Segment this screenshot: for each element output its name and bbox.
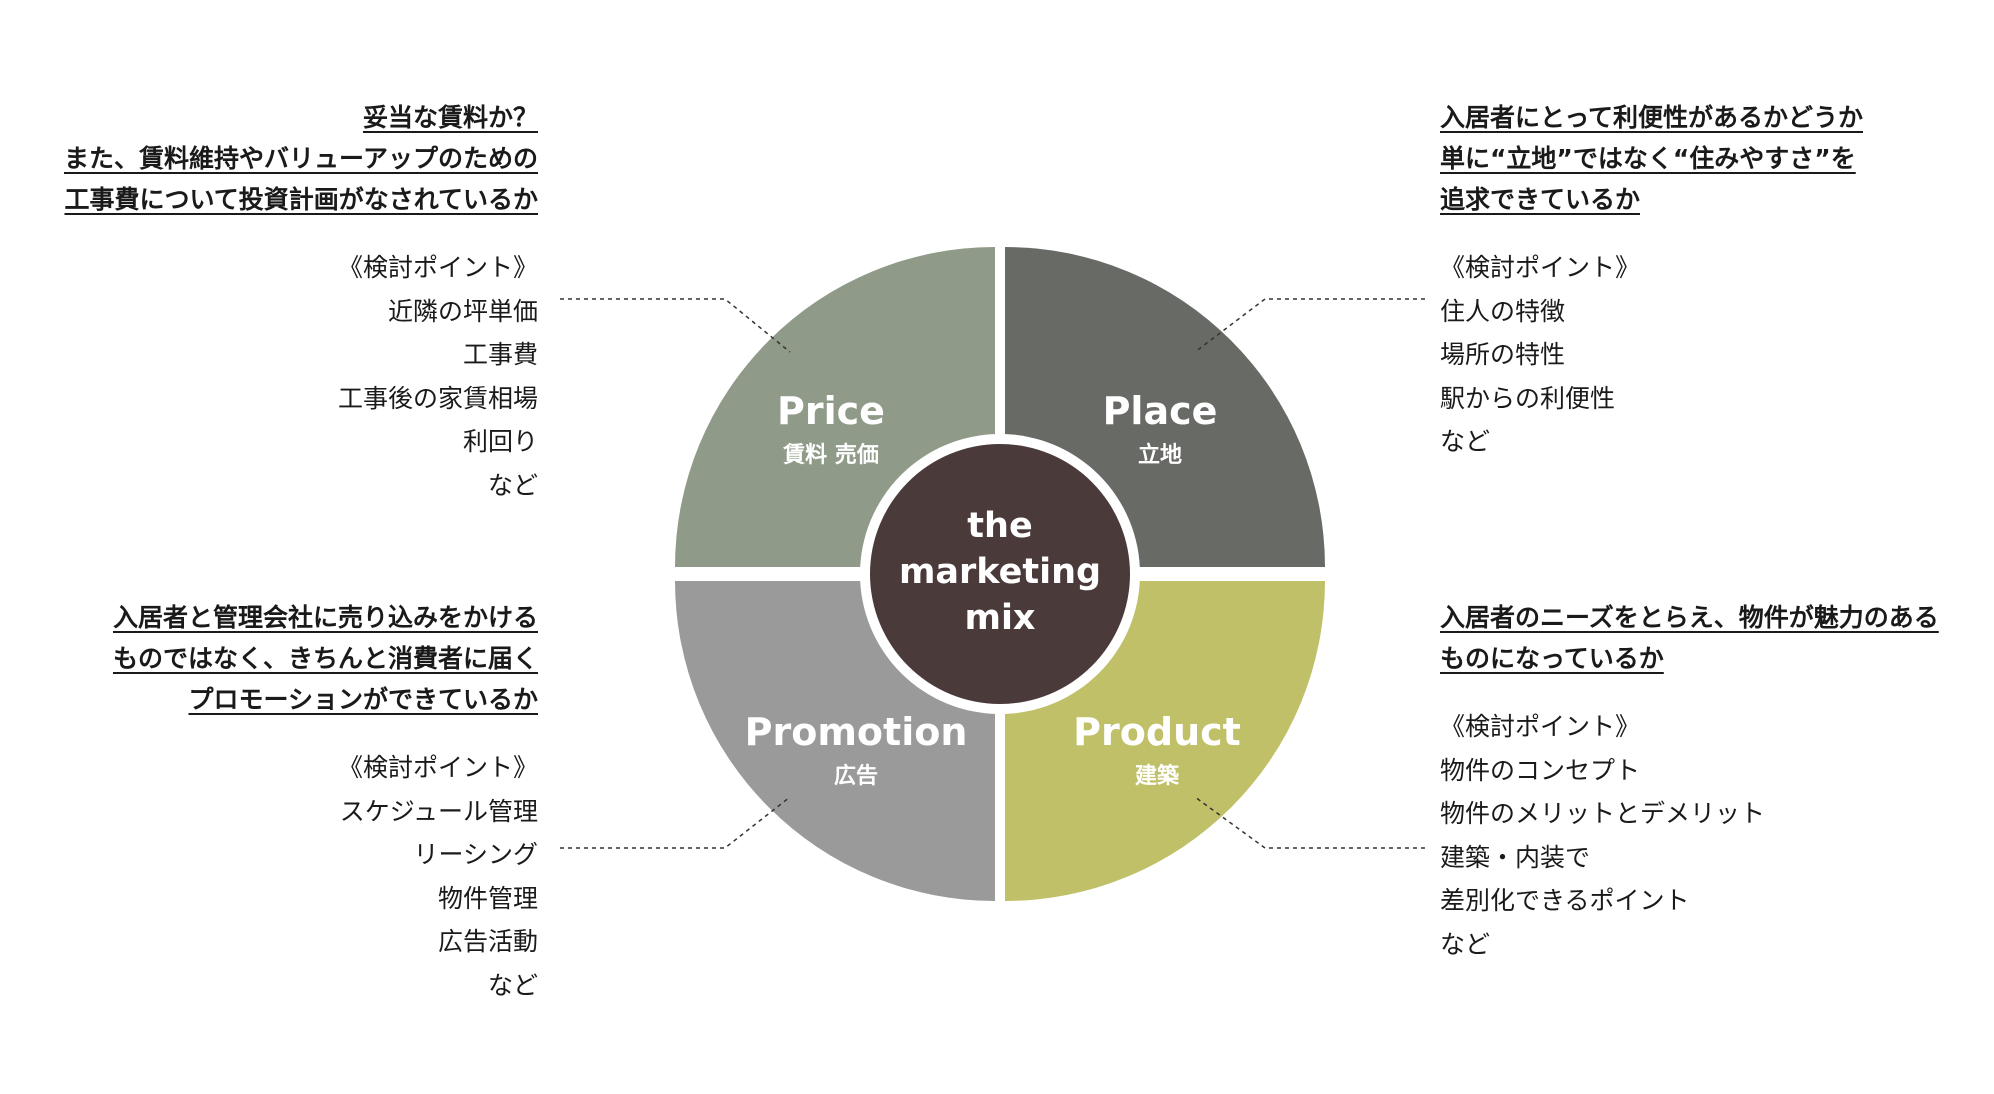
place-points: 《検討ポイント》 住人の特徴 場所の特性 駅からの利便性 など <box>1440 246 1863 464</box>
place-point: など <box>1440 427 1491 456</box>
promotion-point: など <box>487 970 538 1000</box>
price-point: など <box>487 470 538 500</box>
place-subtitle: 立地 <box>1138 442 1182 468</box>
price-text-block: 妥当な賃料か？ また、賃料維持やバリューアップのための 工事費について投資計画が… <box>64 97 538 507</box>
promotion-subtitle: 広告 <box>834 763 878 789</box>
product-point: 建築・内装で <box>1440 842 1591 872</box>
center-text-line-1: the <box>967 506 1032 546</box>
price-heading-line: 工事費について投資計画がなされているか <box>64 185 538 214</box>
promotion-title: Promotion <box>745 710 968 754</box>
product-heading: 入居者のニーズをとらえ、物件が魅力のある ものになっているか <box>1440 597 1939 679</box>
place-heading-line: 追求できているか <box>1440 185 1641 214</box>
price-heading-line: また、賃料維持やバリューアップのための <box>63 144 538 173</box>
place-title: Place <box>1103 389 1218 433</box>
place-leader-line <box>1194 298 1425 353</box>
promotion-heading: 入居者と管理会社に売り込みをかける ものではなく、きちんと消費者に届く プロモー… <box>113 597 538 720</box>
place-heading-line: 単に“立地”ではなく“住みやすさ”を <box>1440 144 1856 173</box>
place-point: 住人の特徴 <box>1440 296 1566 326</box>
product-heading-line: ものになっているか <box>1440 644 1664 673</box>
promotion-points: 《検討ポイント》 スケジュール管理 リーシング 物件管理 広告活動 など <box>113 746 538 1007</box>
price-point: 利回り <box>462 427 538 456</box>
promotion-leader-line <box>560 796 791 849</box>
product-point: 物件のコンセプト <box>1440 755 1641 785</box>
product-text-block: 入居者のニーズをとらえ、物件が魅力のある ものになっているか 《検討ポイント》 … <box>1440 597 1939 966</box>
center-text-line-2: marketing <box>899 552 1101 592</box>
price-point: 近隣の坪単価 <box>387 296 538 326</box>
product-points: 《検討ポイント》 物件のコンセプト 物件のメリットとデメリット 建築・内装で 差… <box>1440 705 1939 966</box>
product-point: など <box>1440 929 1491 959</box>
promotion-point: スケジュール管理 <box>339 796 538 826</box>
product-point: 物件のメリットとデメリット <box>1440 799 1766 828</box>
price-leader-line <box>560 298 791 353</box>
price-heading: 妥当な賃料か？ また、賃料維持やバリューアップのための 工事費について投資計画が… <box>64 97 538 220</box>
promotion-point: リーシング <box>413 840 538 869</box>
product-point: 《検討ポイント》 <box>1440 712 1641 741</box>
product-title: Product <box>1073 710 1241 754</box>
place-point: 場所の特性 <box>1440 340 1566 369</box>
promotion-heading-line: ものではなく、きちんと消費者に届く <box>112 644 538 673</box>
place-text-block: 入居者にとって利便性があるかどうか 単に“立地”ではなく“住みやすさ”を 追求で… <box>1440 97 1863 464</box>
place-point: 《検討ポイント》 <box>1440 253 1641 282</box>
center-circle <box>870 444 1130 704</box>
place-point: 駅からの利便性 <box>1440 383 1616 413</box>
product-subtitle: 建築 <box>1135 763 1180 789</box>
price-title: Price <box>777 389 885 433</box>
price-point: 工事後の家賃相場 <box>337 383 538 413</box>
promotion-heading-line: 入居者と管理会社に売り込みをかける <box>112 603 538 632</box>
promotion-point: 広告活動 <box>437 927 538 956</box>
product-leader-line <box>1194 796 1425 849</box>
price-heading-line: 妥当な賃料か？ <box>362 103 538 132</box>
place-heading: 入居者にとって利便性があるかどうか 単に“立地”ではなく“住みやすさ”を 追求で… <box>1440 97 1863 220</box>
product-heading-line: 入居者のニーズをとらえ、物件が魅力のある <box>1440 603 1939 632</box>
promotion-point: 《検討ポイント》 <box>337 753 538 782</box>
promotion-heading-line: プロモーションができているか <box>188 685 538 714</box>
price-points: 《検討ポイント》 近隣の坪単価 工事費 工事後の家賃相場 利回り など <box>64 246 538 507</box>
price-point: 工事費 <box>462 340 538 369</box>
place-heading-line: 入居者にとって利便性があるかどうか <box>1440 103 1864 132</box>
price-subtitle: 賃料 売価 <box>782 442 879 468</box>
promotion-text-block: 入居者と管理会社に売り込みをかける ものではなく、きちんと消費者に届く プロモー… <box>113 597 538 1007</box>
center-text-line-3: mix <box>964 598 1035 638</box>
promotion-point: 物件管理 <box>437 883 538 913</box>
product-point: 差別化できるポイント <box>1440 886 1690 915</box>
price-point: 《検討ポイント》 <box>337 253 538 282</box>
